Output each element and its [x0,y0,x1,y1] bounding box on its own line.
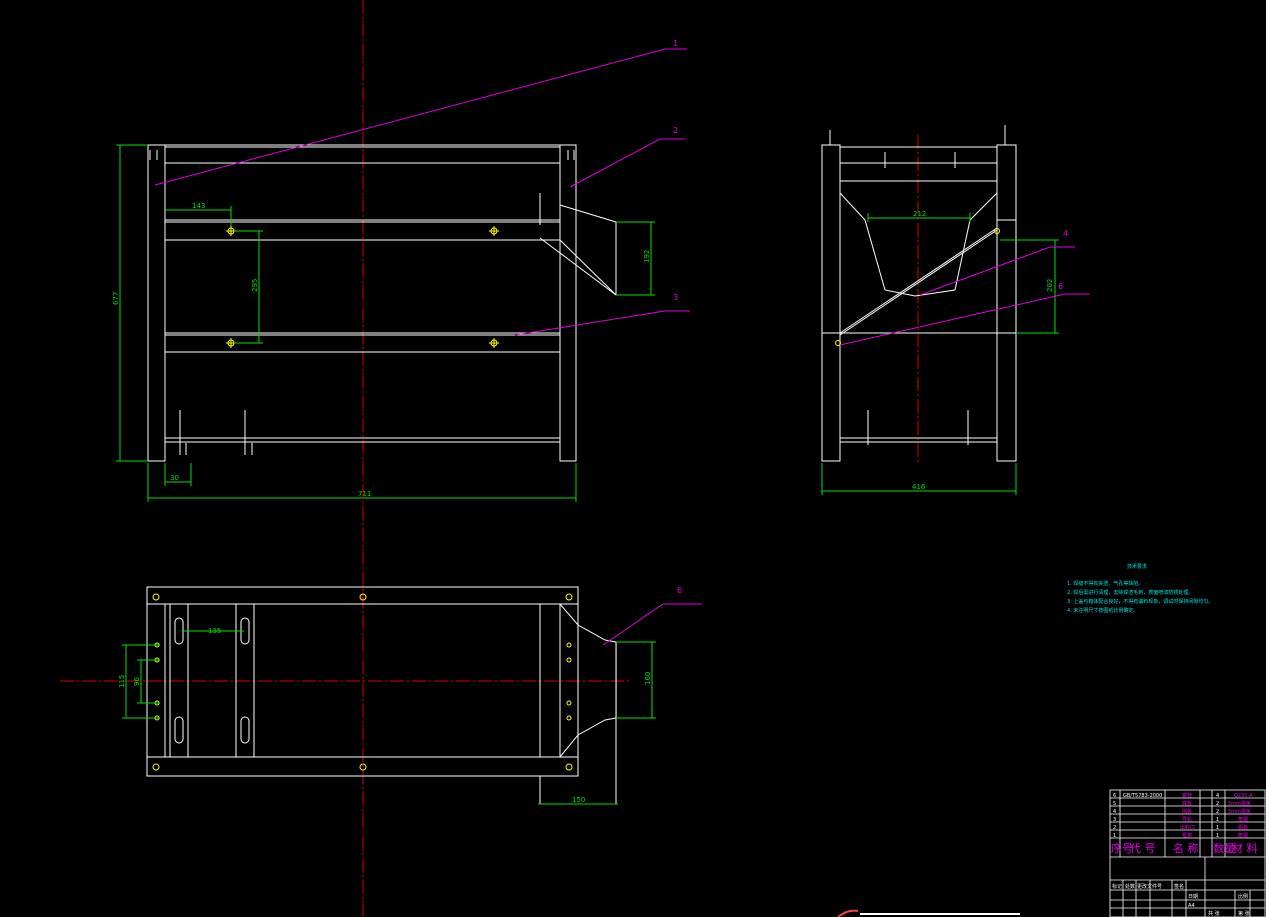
dim-front-height: 677 [112,292,120,305]
tb-label-size: A4 [1188,903,1195,909]
notes-line-3: 3. 上盖与箱体配合良好，不得有漏料现象，调试时保持间隙均匀。 [1067,598,1213,605]
tb-head-name: 名 称 [1173,841,1199,855]
dim-front-outlet-h: 192 [643,250,651,263]
tb-label-count: 处数 [1125,883,1135,890]
plan-leaders: 6 [602,586,702,646]
tb-row-no-2: 2 [1113,825,1116,831]
notes-line-2: 2. 焊后需进行清理，去除焊渣毛刺，表面喷漆防锈处理。 [1067,589,1193,596]
balloon-1: 1 [673,39,678,48]
tb-label-sign: 签名 [1174,883,1184,890]
dim-front-width: 711 [358,490,371,498]
tb-row-name-1: 框架 [1182,832,1192,839]
tb-label-sheet: 第 张 [1238,910,1250,917]
tb-row-no-1: 1 [1113,833,1116,839]
dim-side-width: 416 [912,483,926,491]
tb-head-mat: 材 料 [1232,841,1258,855]
side-leaders: 4 6 [839,229,1090,346]
technical-notes: 技术要求 1. 焊缝不得有夹渣、气孔等缺陷。 2. 焊后需进行清理，去除焊渣毛刺… [1067,563,1213,614]
title-block: 6 GB/T5783-2000 螺栓 4 Q235-A 5 底板 2 5mm钢板… [1109,789,1266,917]
dim-plan-outlet-w: 150 [572,796,585,804]
notes-line-4: 4. 未注明尺寸按图纸比例确定。 [1067,607,1138,614]
tb-label-mark: 标记 [1112,883,1122,890]
centerlines [60,0,919,917]
dim-front-left-offset: 30 [170,474,179,482]
tb-label-date: 日期 [1188,894,1198,900]
tb-head-code: 代 号 [1130,842,1156,855]
dim-side-inner: 212 [913,210,926,218]
tb-row-mat-1: 角钢 [1238,832,1248,839]
dim-side-height-r: 202 [1046,279,1054,292]
notes-title: 技术要求 [1127,563,1147,570]
tb-row-name-5: 底板 [1182,800,1192,807]
notes-line-1: 1. 焊缝不得有夹渣、气孔等缺陷。 [1067,580,1143,587]
tb-row-mat-4: 5mm钢板 [1228,808,1251,815]
balloon-6-side: 6 [1058,282,1063,291]
dim-plan-left-inner: 96 [133,677,141,686]
tb-label-change: 更改文件号 [1137,883,1162,890]
dim-plan-outlet-h: 160 [644,672,652,685]
bottom-edge-fragment [837,909,1020,917]
tb-label-total: 共 张 [1208,910,1220,917]
tb-row-qty-5: 2 [1216,801,1219,807]
tb-row-qty-1: 1 [1216,833,1219,839]
balloon-3: 3 [673,293,678,302]
tb-row-name-6: 螺栓 [1182,792,1192,799]
tb-row-mat-6: Q235-A [1234,793,1253,799]
tb-row-no-4: 4 [1113,809,1116,815]
dim-plan-left-outer: 115 [118,675,126,688]
tb-row-mat-2: 钢板 [1238,824,1248,831]
balloon-4: 4 [1063,229,1068,238]
tb-row-name-2: 出料口 [1180,824,1195,831]
tb-row-no-6: 6 [1113,793,1116,799]
dim-front-hole-dy: 295 [251,279,259,292]
dim-front-hole-dx: 143 [192,202,205,210]
front-leaders: 1 2 3 [154,39,690,336]
plan-view: 135 150 160 115 96 [118,586,656,805]
tb-row-qty-6: 4 [1216,793,1219,799]
tb-head-qty: 数量 [1213,842,1235,855]
side-view: 416 212 202 [821,125,1059,495]
tb-row-qty-3: 1 [1216,817,1219,823]
tb-row-mat-5: 5mm钢板 [1228,800,1251,807]
tb-row-qty-2: 1 [1216,825,1219,831]
tb-row-name-4: 侧板 [1182,808,1192,815]
tb-row-qty-4: 2 [1216,809,1219,815]
tb-row-code-6: GB/T5783-2000 [1123,793,1162,799]
balloon-2: 2 [673,126,678,135]
balloon-6-plan: 6 [677,586,682,595]
tb-row-no-5: 5 [1113,801,1116,807]
tb-row-name-3: 导轨 [1182,816,1192,823]
tb-head-no: 序号 [1111,841,1133,855]
front-view: 677 711 30 143 295 192 [112,144,655,502]
tb-row-mat-3: 角钢 [1238,816,1248,823]
tb-row-no-3: 3 [1113,817,1116,823]
dim-plan-slot-spacing: 135 [208,627,221,635]
tb-label-scale: 比例 [1238,893,1248,900]
